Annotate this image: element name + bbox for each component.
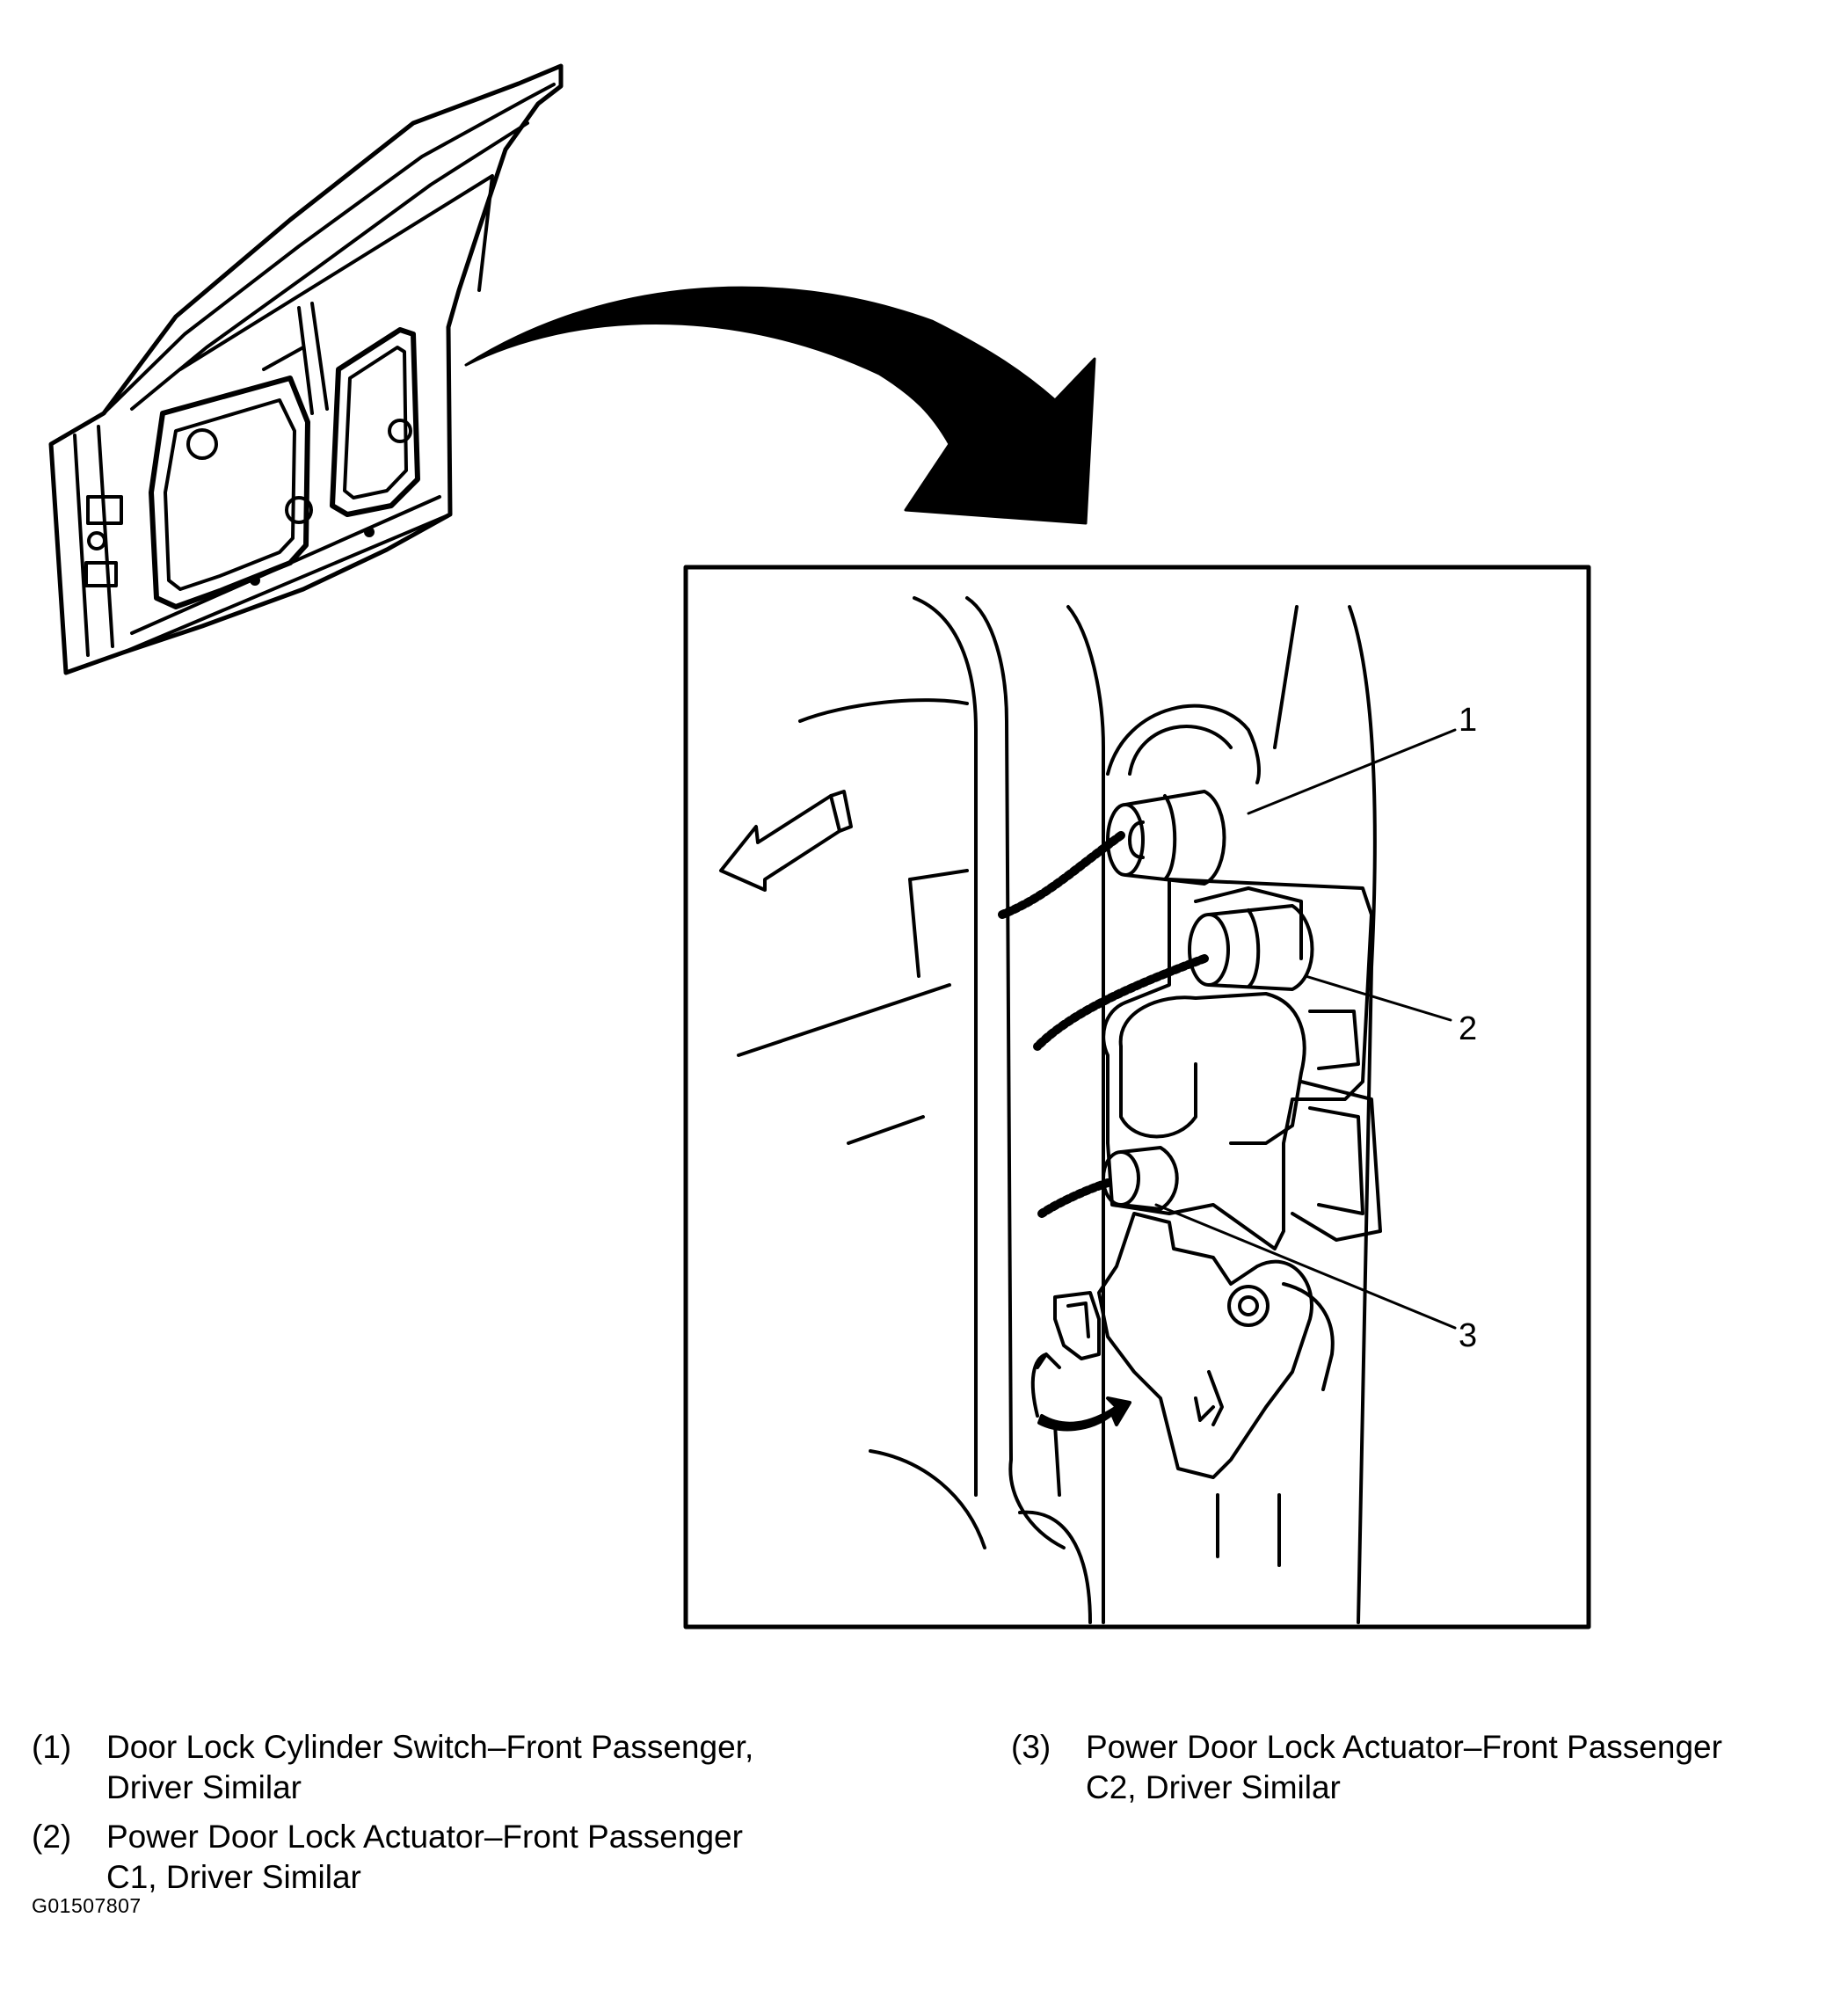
legend-line-1: Door Lock Cylinder Switch–Front Passenge… (106, 1729, 754, 1765)
legend-line-2: C2, Driver Similar (1086, 1769, 1341, 1805)
legend-line-2: Driver Similar (106, 1769, 302, 1805)
callout-1: 1 (1459, 702, 1478, 739)
detail-view-illustration (719, 596, 1382, 1624)
legend-text: Power Door Lock Actuator–Front Passenger… (106, 1817, 743, 1898)
legend-number: (3) (1011, 1729, 1051, 1765)
door-overview-illustration (48, 63, 564, 675)
legend-text: Door Lock Cylinder Switch–Front Passenge… (106, 1727, 753, 1808)
legend-number: (1) (32, 1729, 72, 1765)
legend-line-1: Power Door Lock Actuator–Front Passenger (1086, 1729, 1722, 1765)
callout-2: 2 (1459, 1010, 1478, 1047)
detail-view-frame (683, 565, 1591, 1630)
callout-leader-lines (1154, 728, 1457, 1330)
legend-number: (2) (32, 1819, 72, 1855)
legend-line-1: Power Door Lock Actuator–Front Passenger (106, 1819, 743, 1855)
legend-text: Power Door Lock Actuator–Front Passenger… (1086, 1727, 1722, 1808)
legend-line-2: C1, Driver Similar (106, 1859, 361, 1895)
curved-callout-arrow (464, 286, 1096, 525)
figure-id: G01507807 (32, 1894, 142, 1917)
callout-3: 3 (1459, 1317, 1478, 1354)
